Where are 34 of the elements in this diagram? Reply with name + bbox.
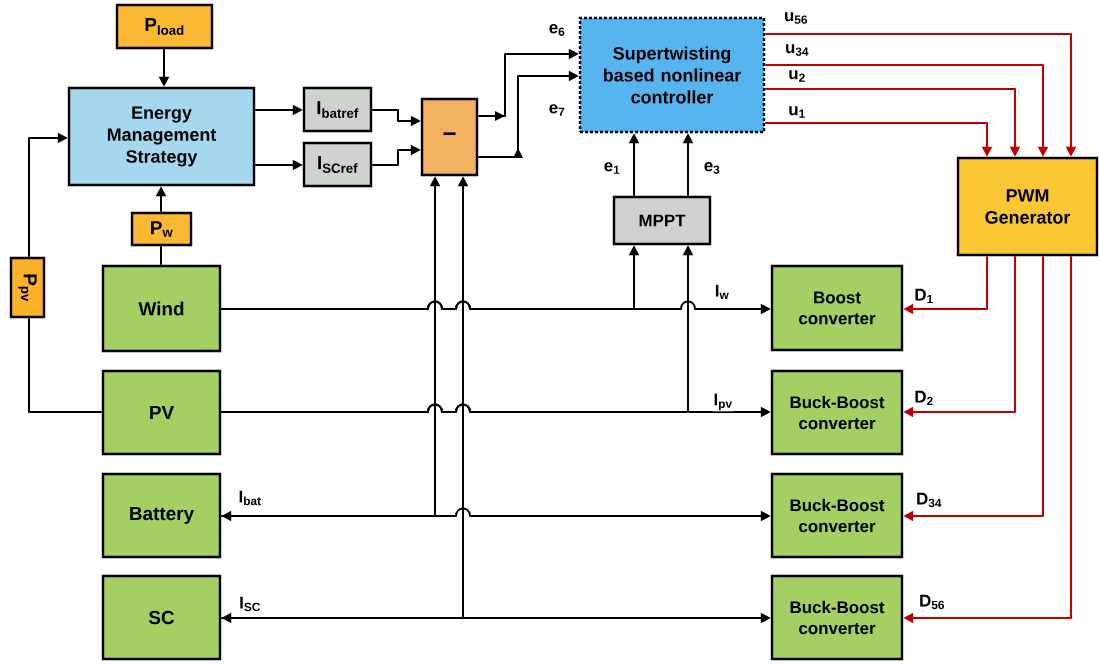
reference-box: I$_{SCref}$ — [302, 141, 373, 188]
edge-label: e$_{1}$ — [602, 161, 622, 175]
edge-label: I$_{w}$ — [713, 283, 731, 301]
edge-label: I$_{SC}$ — [238, 595, 262, 613]
edge-label: u$_{56}$ — [783, 11, 809, 25]
edge-label: D$_{1}$ — [913, 287, 935, 305]
edge-label: D$_{34}$ — [915, 491, 943, 509]
edge-label: e$_{6}$ — [547, 23, 567, 37]
converter-box: Buck-Boost converter — [770, 472, 904, 559]
process-box: Energy Management Strategy — [67, 86, 256, 187]
edge-label: e$_{7}$ — [547, 103, 567, 117]
process-box: MPPT — [612, 195, 712, 246]
controller-box: Supertwisting based nonlinear controller — [578, 16, 766, 134]
converter-box: Buck-Boost converter — [770, 369, 904, 456]
converter-box: Boost converter — [770, 264, 904, 352]
source-box: PV — [101, 369, 222, 456]
edge-label: I$_{pv}$ — [712, 392, 734, 412]
source-box: Battery — [101, 472, 222, 559]
edge-label: u$_{34}$ — [784, 43, 810, 57]
edge-label: D$_{56}$ — [918, 593, 946, 611]
edge-label: u$_{1}$ — [787, 105, 807, 119]
edge-label: e$_{3}$ — [702, 161, 722, 175]
edge-label: D$_{2}$ — [913, 389, 935, 407]
edge-label: I$_{bat}$ — [237, 489, 263, 507]
input-box: P$_{w}$ — [130, 211, 193, 247]
reference-box: I$_{batref}$ — [302, 86, 373, 133]
input-box: P$_{load}$ — [115, 3, 214, 50]
source-box: Wind — [101, 264, 222, 353]
subtractor-box: − — [420, 97, 479, 177]
process-box: PWM Generator — [956, 156, 1099, 257]
input-box: P$_{pv}$ — [9, 256, 46, 319]
source-box: SC — [101, 574, 222, 661]
edge-label: u$_{2}$ — [787, 69, 807, 83]
converter-box: Buck-Boost converter — [770, 574, 904, 661]
